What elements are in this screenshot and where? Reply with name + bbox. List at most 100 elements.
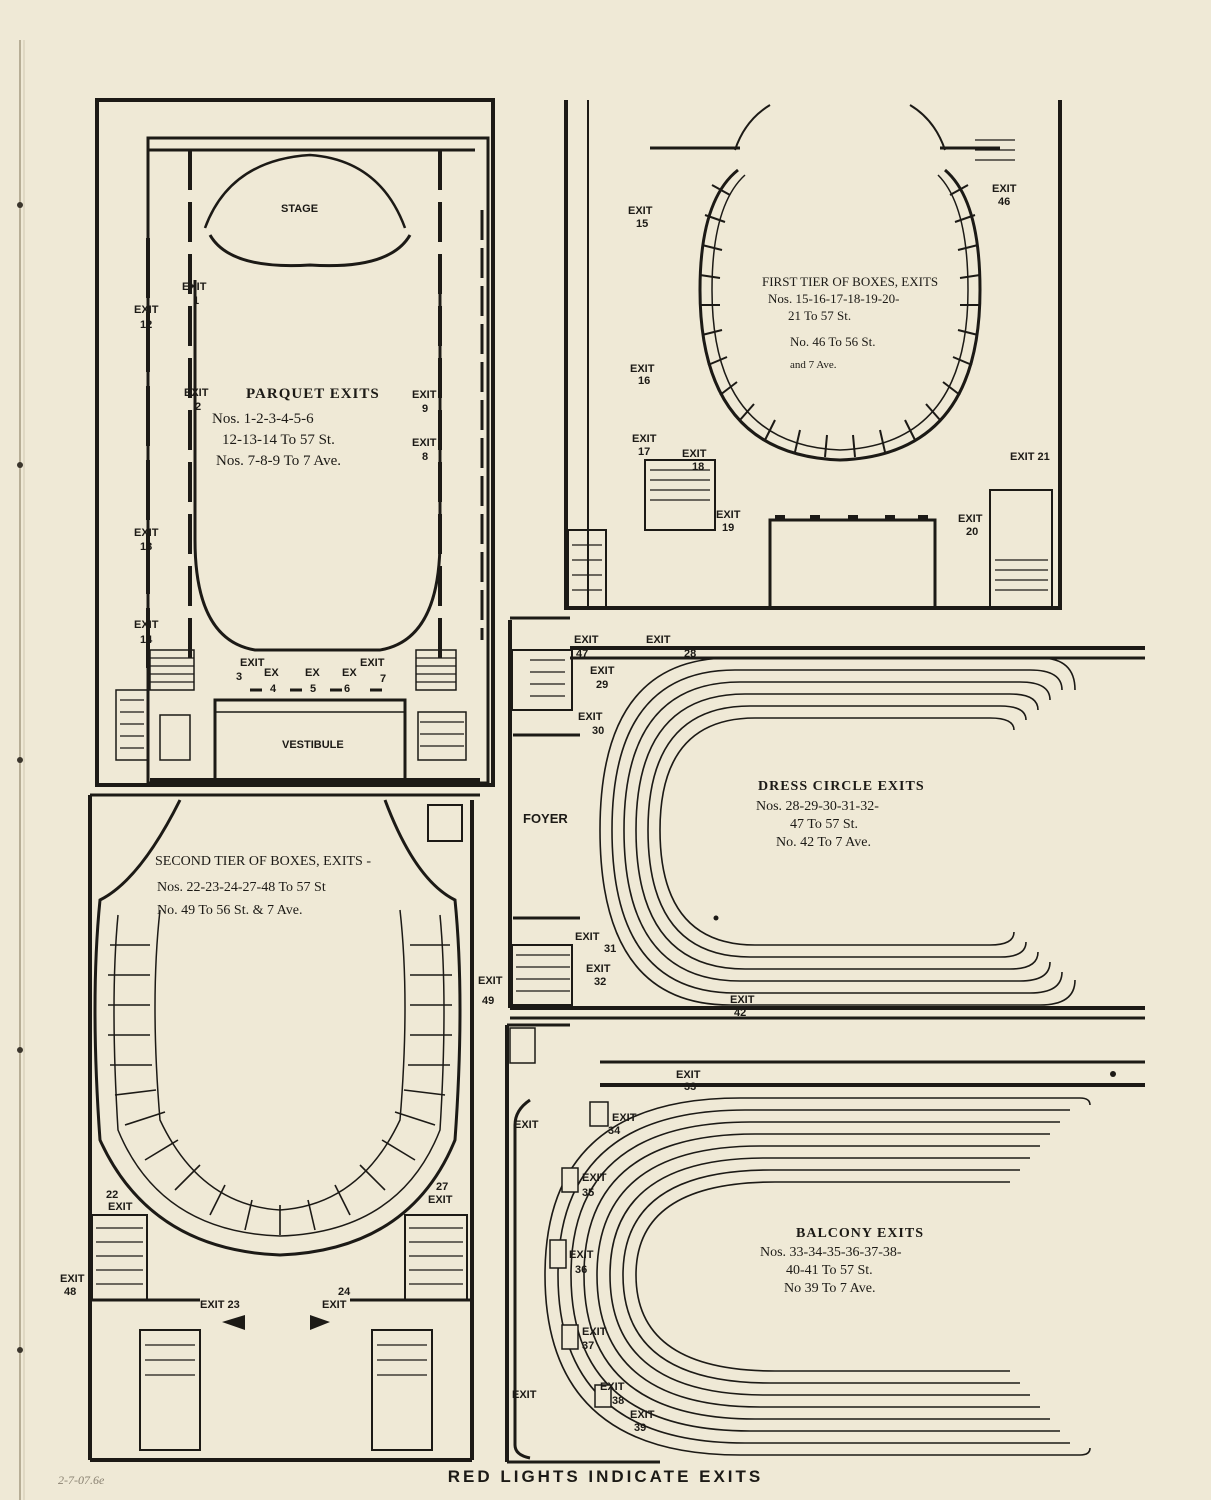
exit-20-word: EXIT <box>958 513 983 525</box>
exit-29-number: 29 <box>596 679 608 691</box>
balcony-notice: BALCONY EXITS Nos. 33-34-35-36-37-38- 40… <box>760 1226 924 1296</box>
exit-42-word: EXIT <box>730 994 755 1006</box>
first-tier-title: FIRST TIER OF BOXES, EXITS <box>762 274 938 289</box>
exit-7-word: EXIT <box>360 657 385 669</box>
exit-18-word: EXIT <box>682 448 707 460</box>
exit-31-number: 31 <box>604 943 616 955</box>
exit-16-word: EXIT <box>630 363 655 375</box>
binding-edge <box>17 40 25 1500</box>
exit-36-word: EXIT <box>569 1249 594 1261</box>
exit-33-word: EXIT <box>676 1069 701 1081</box>
exit-36-number: 36 <box>575 1264 587 1276</box>
parquet-notice: PARQUET EXITS Nos. 1-2-3-4-5-6 12-13-14 … <box>212 386 380 469</box>
exit-35-word: EXIT <box>582 1172 607 1184</box>
first-tier-notice: FIRST TIER OF BOXES, EXITS Nos. 15-16-17… <box>762 274 938 371</box>
exit-21-label: EXIT 21 <box>1010 451 1050 463</box>
exit-19-word: EXIT <box>716 509 741 521</box>
exit-38-number: 38 <box>612 1395 624 1407</box>
parquet-line-1: Nos. 1-2-3-4-5-6 <box>212 411 314 427</box>
exit-lights-caption: RED LIGHTS INDICATE EXITS <box>447 1467 764 1486</box>
exit-18-number: 18 <box>692 461 704 473</box>
dress-circle-labels: FOYER EXIT 47 EXIT 28 EXIT 29 EXIT 30 EX… <box>523 634 755 1019</box>
exit-left-upper-word: EXIT <box>514 1119 539 1131</box>
exit-2-number: 2 <box>195 401 201 413</box>
exit-39-word: EXIT <box>630 1409 655 1421</box>
parquet-line-2: 12-13-14 To 57 St. <box>222 432 335 448</box>
exit-24-word: EXIT <box>322 1299 347 1311</box>
exit-30-number: 30 <box>592 725 604 737</box>
exit-33-number: 33 <box>684 1081 696 1093</box>
exit-9-number: 9 <box>422 403 428 415</box>
foyer-label: FOYER <box>523 811 568 826</box>
second-tier-line-2: No. 49 To 56 St. & 7 Ave. <box>157 903 303 918</box>
exit-31-word: EXIT <box>575 931 600 943</box>
exit-28-number: 28 <box>684 648 696 660</box>
exit-14-word: EXIT <box>134 619 159 631</box>
exit-42-number: 42 <box>734 1007 746 1019</box>
second-tier-plan <box>88 793 480 1462</box>
balcony-line-3: No 39 To 7 Ave. <box>784 1281 875 1296</box>
ex-6-word: EX <box>342 667 357 679</box>
dress-circle-line-2: 47 To 57 St. <box>790 817 858 832</box>
balcony-plan <box>505 915 1145 1464</box>
exit-47-number: 47 <box>576 648 588 660</box>
exit-19-number: 19 <box>722 522 734 534</box>
exit-47-word: EXIT <box>574 634 599 646</box>
balcony-labels: EXIT 33 EXIT EXIT 34 EXIT 35 EXIT 36 EXI… <box>512 1069 701 1434</box>
second-tier-notice: SECOND TIER OF BOXES, EXITS - Nos. 22-23… <box>155 854 371 918</box>
dress-circle-line-3: No. 42 To 7 Ave. <box>776 835 871 850</box>
exit-39-number: 39 <box>634 1422 646 1434</box>
exit-46-number: 46 <box>998 196 1010 208</box>
exit-8-number: 8 <box>422 451 428 463</box>
exit-8-word: EXIT <box>412 437 437 449</box>
exit-15-word: EXIT <box>628 205 653 217</box>
exit-3-word: EXIT <box>240 657 265 669</box>
second-tier-line-1: Nos. 22-23-24-27-48 To 57 St <box>157 880 326 895</box>
first-tier-line-4: and 7 Ave. <box>790 359 837 371</box>
exit-35-number: 35 <box>582 1187 594 1199</box>
exit-48-word: EXIT <box>60 1273 85 1285</box>
exit-15-number: 15 <box>636 218 648 230</box>
exit-46-word: EXIT <box>992 183 1017 195</box>
exit-29-word: EXIT <box>590 665 615 677</box>
balcony-line-1: Nos. 33-34-35-36-37-38- <box>760 1245 902 1260</box>
exit-27-word: EXIT <box>428 1194 453 1206</box>
penciled-date-note: 2-7-07.6e <box>58 1473 105 1487</box>
parquet-line-3: Nos. 7-8-9 To 7 Ave. <box>216 453 341 469</box>
exit-49-word: EXIT <box>478 975 503 987</box>
exit-37-number: 37 <box>582 1340 594 1352</box>
exit-20-number: 20 <box>966 526 978 538</box>
exit-24-number: 24 <box>338 1286 351 1298</box>
ex-5-word: EX <box>305 667 320 679</box>
exit-6-number: 6 <box>344 683 350 695</box>
balcony-title: BALCONY EXITS <box>796 1226 924 1241</box>
exit-23-label: EXIT 23 <box>200 1299 240 1311</box>
first-tier-line-3: No. 46 To 56 St. <box>790 334 876 349</box>
exit-left-lower-word: EXIT <box>512 1389 537 1401</box>
exit-32-word: EXIT <box>586 963 611 975</box>
dress-circle-plan <box>508 616 1145 1020</box>
first-tier-labels: EXIT 15 EXIT 16 EXIT 17 EXIT 18 EXIT 19 … <box>628 183 1050 538</box>
first-tier-plan <box>564 100 1062 610</box>
exit-1-word: EXIT <box>182 281 207 293</box>
exit-32-number: 32 <box>594 976 606 988</box>
second-tier-labels: EXIT 49 22 EXIT 27 EXIT EXIT 48 EXIT 23 … <box>60 975 503 1311</box>
parquet-title: PARQUET EXITS <box>246 386 380 402</box>
exit-2-word: EXIT <box>184 387 209 399</box>
vestibule-label: VESTIBULE <box>282 739 344 751</box>
dress-circle-notice: DRESS CIRCLE EXITS Nos. 28-29-30-31-32- … <box>756 779 924 850</box>
stage-label: STAGE <box>281 203 318 215</box>
exit-49-number: 49 <box>482 995 494 1007</box>
exit-13-word: EXIT <box>134 527 159 539</box>
exit-17-number: 17 <box>638 446 650 458</box>
exit-34-number: 34 <box>608 1125 621 1137</box>
exit-48-number: 48 <box>64 1286 76 1298</box>
exit-4-number: 4 <box>270 683 277 695</box>
parquet-labels: STAGE VESTIBULE EXIT 1 EXIT 2 EXIT 12 EX… <box>134 203 437 751</box>
exit-34-word: EXIT <box>612 1112 637 1124</box>
exit-3-number: 3 <box>236 671 242 683</box>
exit-38-word: EXIT <box>600 1381 625 1393</box>
exit-9-word: EXIT <box>412 389 437 401</box>
exit-30-word: EXIT <box>578 711 603 723</box>
